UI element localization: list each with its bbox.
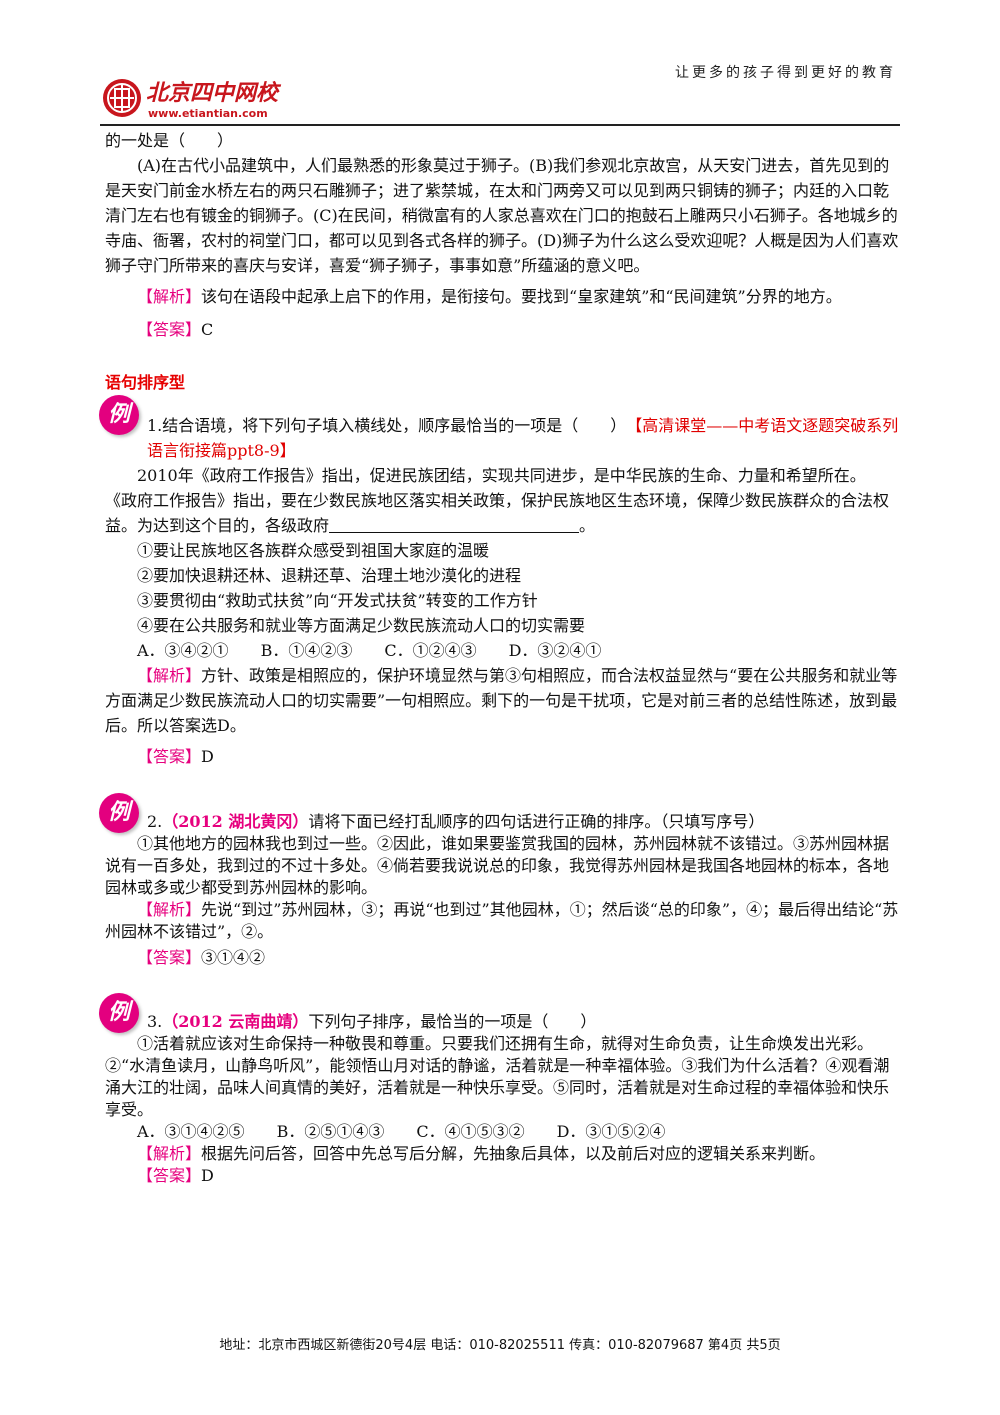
answer-options: A．③①④②⑤ B．②⑤①④③ C．④①⑤③② D．③①⑤②④ — [105, 1121, 900, 1143]
document-body: 的一处是（ ） (A)在古代小品建筑中，人们最熟悉的形象莫过于狮子。(B)我们参… — [99, 128, 900, 1187]
example-1: 例 1.结合语境，将下列句子填入横线处，顺序最恰当的一项是（ ） 【高清课堂——… — [99, 395, 900, 769]
passage-text: ①其他地方的园林我也到过一些。②因此，谁如果要鉴赏我国的园林，苏州园林就不该错过… — [105, 834, 890, 897]
option-c: C．④①⑤③② — [416, 1122, 525, 1141]
list-item: ④要在公共服务和就业等方面满足少数民族流动人口的切实需要 — [137, 616, 586, 635]
answer-text: C — [201, 320, 214, 339]
analysis-tag: 【解析】 — [137, 666, 202, 685]
option-c: C．①②④③ — [384, 641, 477, 660]
analysis-text: 根据先问后答，回答中先总写后分解，先抽象后具体，以及前后对应的逻辑关系来判断。 — [201, 1144, 826, 1163]
question-source: （2012 湖北黄冈） — [162, 812, 309, 831]
header-slogan: 让更多的孩子得到更好的教育 — [675, 65, 896, 81]
analysis-tag: 【解析】 — [137, 1144, 202, 1163]
example-badge-icon: 例 — [99, 793, 139, 833]
answer-options: A．③④②① B．①④②③ C．①②④③ D．③②④① — [105, 638, 900, 663]
fill-blank-line — [329, 514, 580, 533]
question-text: 1.结合语境，将下列句子填入横线处，顺序最恰当的一项是（ ） — [147, 416, 619, 435]
option-a: A．③④②① — [137, 641, 229, 660]
context-paragraph-2: 《政府工作报告》指出，要在少数民族地区落实相关政策，保护民族地区生态环境，保障少… — [105, 488, 900, 538]
answer-text: ③①④② — [201, 948, 266, 967]
analysis-paragraph: 【解析】先说“到过”苏州园林，③；再说“也到过”其他园林，①；然后谈“总的印象”… — [105, 899, 900, 943]
header-divider — [100, 124, 900, 126]
svg-text:www.etiantian.com: www.etiantian.com — [148, 107, 268, 120]
page-footer: 地址：北京市西城区新德街20号4层 电话：010-82025511 传真：010… — [219, 1338, 781, 1353]
option-d: D．③①⑤②④ — [556, 1122, 666, 1141]
source-link[interactable]: 【高清课堂——中考语文逐题突破系列语言衔接篇ppt8-9】 — [147, 416, 899, 460]
answer-text: D — [201, 747, 214, 766]
question-number: 2. — [147, 812, 163, 831]
option-b: B．②⑤①④③ — [276, 1122, 385, 1141]
option-b: B．①④②③ — [260, 641, 353, 660]
example-2: 例 2.（2012 湖北黄冈）请将下面已经打乱顺序的四句话进行正确的排序。（只填… — [99, 793, 900, 969]
context-end: 。 — [579, 516, 596, 535]
list-item: ②要加快退耕还林、退耕还草、治理土地沙漠化的进程 — [137, 566, 522, 585]
answer-tag: 【答案】 — [137, 320, 202, 339]
answer-tag: 【答案】 — [137, 747, 202, 766]
analysis-paragraph: 【解析】方针、政策是相照应的，保护环境显然与第③句相照应，而合法权益显然与“要在… — [105, 663, 900, 738]
context-paragraph-1: 2010年《政府工作报告》指出，促进民族团结，实现共同进步，是中华民族的生命、力… — [137, 466, 866, 485]
answer-text: D — [201, 1166, 214, 1185]
answer-paragraph: 【答案】C — [105, 317, 900, 342]
context-text: 《政府工作报告》指出，要在少数民族地区落实相关政策，保护民族地区生态环境，保障少… — [105, 491, 890, 535]
analysis-text: 方针、政策是相照应的，保护环境显然与第③句相照应，而合法权益显然与“要在公共服务… — [105, 666, 898, 735]
question-number: 3. — [147, 1012, 163, 1031]
example-question: 1.结合语境，将下列句子填入横线处，顺序最恰当的一项是（ ） 【高清课堂——中考… — [105, 413, 900, 463]
analysis-tag: 【解析】 — [137, 900, 202, 919]
analysis-text: 先说“到过”苏州园林，③；再说“也到过”其他园林，①；然后谈“总的印象”，④；最… — [105, 900, 899, 941]
passage-text: ①活着就应该对生命保持一种敬畏和尊重。只要我们还拥有生命，就得对生命负责，让生命… — [105, 1034, 890, 1119]
answer-paragraph: 【答案】③①④② — [105, 947, 900, 969]
example-question: 3.（2012 云南曲靖）下列句子排序，最恰当的一项是（ ） — [105, 1011, 900, 1033]
question-source: （2012 云南曲靖） — [162, 1012, 309, 1031]
example-badge-icon: 例 — [99, 395, 139, 435]
logo-graphic: 北京四中网校 www.etiantian.com — [103, 79, 282, 120]
option-d: D．③②④① — [508, 641, 602, 660]
question-tail: 的一处是（ ） — [105, 131, 234, 150]
list-item: ③要贯彻由“救助式扶贫”向“开发式扶贫”转变的工作方针 — [137, 591, 538, 610]
example-3: 例 3.（2012 云南曲靖）下列句子排序，最恰当的一项是（ ） ①活着就应该对… — [99, 993, 900, 1187]
page-header: 北京四中网校 www.etiantian.com 让更多的孩子得到更好的教育 — [100, 60, 900, 126]
answer-paragraph: 【答案】D — [105, 1165, 900, 1187]
example-question: 2.（2012 湖北黄冈）请将下面已经打乱顺序的四句话进行正确的排序。（只填写序… — [105, 811, 900, 833]
analysis-paragraph: 【解析】该句在语段中起承上启下的作用，是衔接句。要找到“皇家建筑”和“民间建筑”… — [105, 284, 900, 309]
svg-text:北京四中网校: 北京四中网校 — [146, 80, 282, 106]
answer-tag: 【答案】 — [137, 948, 202, 967]
list-item: ①要让民族地区各族群众感受到祖国大家庭的温暖 — [137, 541, 490, 560]
example-badge-icon: 例 — [99, 993, 139, 1033]
analysis-tag: 【解析】 — [137, 287, 202, 306]
analysis-paragraph: 【解析】根据先问后答，回答中先总写后分解，先抽象后具体，以及前后对应的逻辑关系来… — [105, 1143, 900, 1165]
option-a: A．③①④②⑤ — [137, 1122, 245, 1141]
passage-text: (A)在古代小品建筑中，人们最熟悉的形象莫过于狮子。(B)我们参观北京故宫，从天… — [105, 156, 899, 275]
answer-paragraph: 【答案】D — [105, 744, 900, 769]
answer-tag: 【答案】 — [137, 1166, 202, 1185]
section-title: 语句排序型 — [105, 373, 186, 392]
site-logo[interactable]: 北京四中网校 www.etiantian.com — [100, 70, 360, 126]
question-text: 请将下面已经打乱顺序的四句话进行正确的排序。（只填写序号） — [308, 812, 765, 831]
analysis-text: 该句在语段中起承上启下的作用，是衔接句。要找到“皇家建筑”和“民间建筑”分界的地… — [201, 287, 842, 306]
question-text: 下列句子排序，最恰当的一项是（ ） — [308, 1012, 597, 1031]
